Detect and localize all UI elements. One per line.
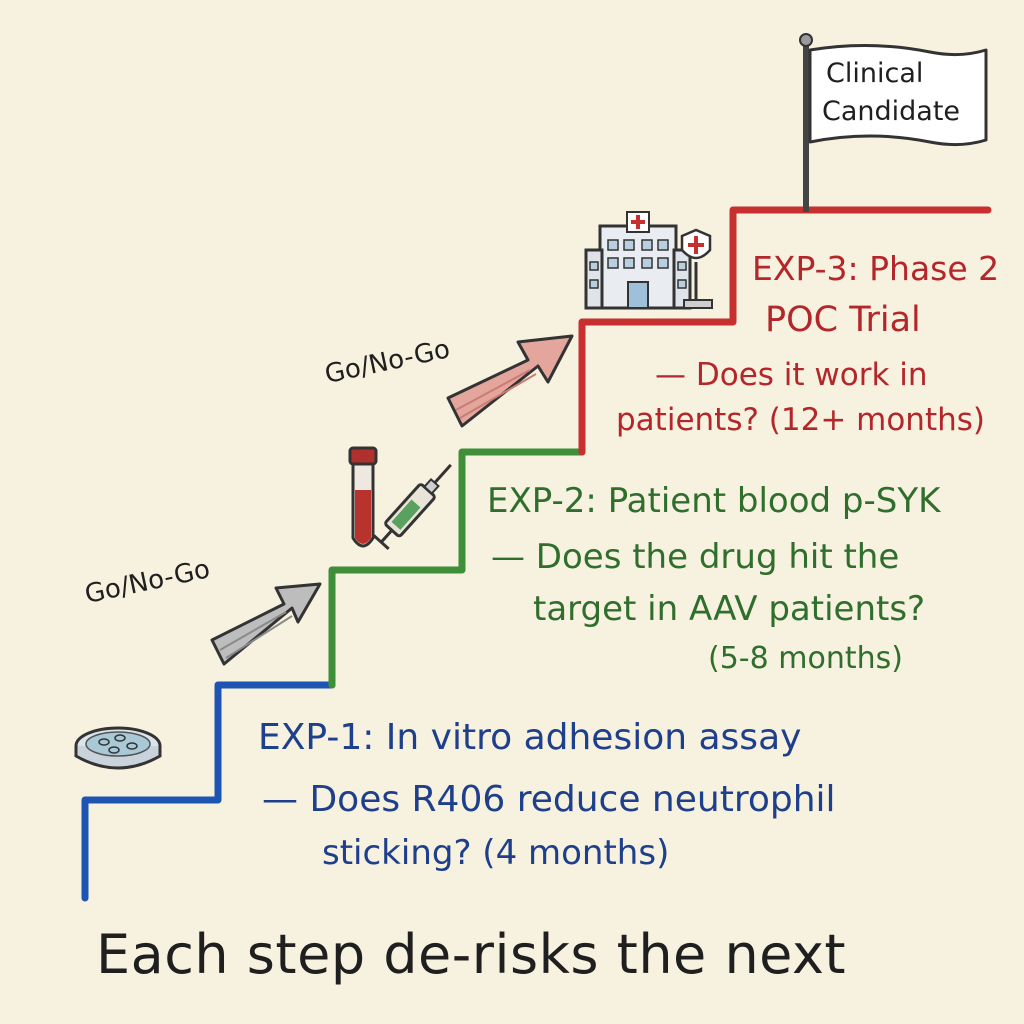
syringe-icon [372,463,452,550]
step-2-title: EXP-2: Patient blood p-SYK [487,481,941,521]
flag-label-line-1: Clinical [826,58,924,89]
step-2-question-line-2: target in AAV patients? [533,589,926,629]
go-no-go-arrow-1 [210,582,322,666]
go-no-go-arrow-2 [446,334,574,428]
clinical-candidate-flag [799,33,988,212]
hospital-icon [584,211,713,310]
stair-line-red [578,206,992,456]
stair-line-green [328,448,586,689]
footer-caption: Each step de-risks the next [96,923,847,986]
flag-label-line-2: Candidate [822,96,961,127]
step-1-question-line-1: — Does R406 reduce neutrophil [262,779,836,820]
step-3-question-line-2: patients? (12+ months) [616,402,986,438]
petri-dish-icon [74,726,162,770]
step-2-question-line-3: (5-8 months) [708,641,903,676]
step-3-title-line-2: POC Trial [765,300,921,340]
step-3-question-line-1: — Does it work in [655,357,928,393]
step-1-question-line-2: sticking? (4 months) [322,833,670,873]
step-1-title: EXP-1: In vitro adhesion assay [258,717,802,758]
stair-line-blue [81,681,336,902]
step-3-title: EXP-3: Phase 2 [752,249,1000,288]
step-2-question-line-1: — Does the drug hit the [491,537,900,577]
blood-tube-icon [348,446,378,548]
